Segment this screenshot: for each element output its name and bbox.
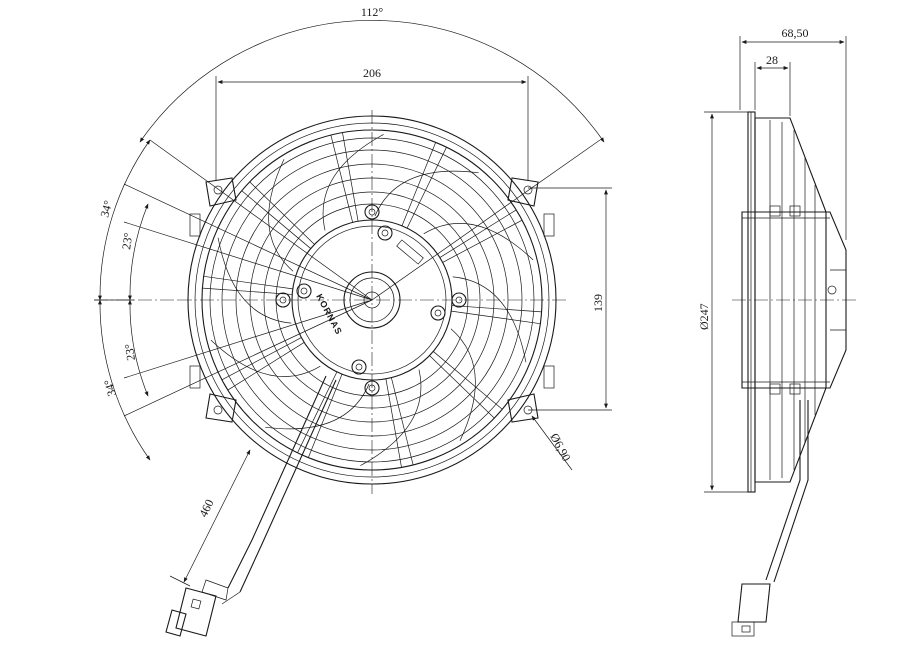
front-view: KORNAS bbox=[94, 5, 612, 637]
grille-spoke bbox=[241, 190, 311, 249]
svg-text:68,50: 68,50 bbox=[782, 26, 809, 40]
fan-blade bbox=[217, 237, 292, 324]
bolt-left-inner bbox=[296, 283, 312, 299]
svg-text:34°: 34° bbox=[101, 378, 119, 398]
fan-blade bbox=[374, 170, 479, 217]
side-frame-plate bbox=[747, 111, 756, 493]
grille-spoke bbox=[202, 287, 293, 295]
grille-spoke bbox=[249, 181, 315, 245]
grille-spoke bbox=[442, 219, 523, 263]
grille-spoke bbox=[297, 371, 338, 453]
svg-text:139: 139 bbox=[591, 294, 605, 312]
grille-spoke bbox=[391, 377, 414, 466]
dimension-139: 139 bbox=[528, 187, 612, 411]
dimension-68-50: 68,50 bbox=[739, 26, 847, 240]
side-view: Ø247 68,50 28 bbox=[697, 26, 856, 637]
grille-spoke bbox=[429, 355, 495, 419]
grille-spoke bbox=[330, 134, 353, 223]
center-lines bbox=[94, 110, 601, 494]
fan-blade bbox=[322, 134, 384, 231]
dimension-left-angles: 34° 23° 23° 34° bbox=[94, 139, 151, 461]
grille-spoke bbox=[342, 132, 359, 222]
grille-spoke bbox=[451, 310, 541, 325]
svg-text:23°: 23° bbox=[122, 343, 138, 362]
svg-text:Ø6,90: Ø6,90 bbox=[547, 431, 573, 464]
grille-spoke bbox=[401, 142, 437, 226]
dimension-206: 206 bbox=[215, 66, 529, 180]
dimension-hole: Ø6,90 bbox=[531, 415, 574, 471]
fan-blade bbox=[423, 223, 534, 261]
grille-spoke bbox=[451, 305, 542, 313]
fan-blade bbox=[268, 159, 294, 272]
fan-blades bbox=[210, 134, 534, 466]
svg-text:28: 28 bbox=[766, 53, 778, 67]
grille-spoke bbox=[406, 147, 447, 229]
dimension-460: 460 bbox=[169, 449, 251, 587]
power-cable bbox=[165, 375, 337, 637]
bolt-lower bbox=[351, 359, 367, 375]
svg-text:206: 206 bbox=[363, 66, 381, 80]
grille-spoke bbox=[439, 209, 517, 258]
fan-blade bbox=[450, 328, 476, 441]
grille-spoke bbox=[227, 342, 305, 391]
grille-spoke bbox=[203, 275, 293, 290]
fan-blade bbox=[265, 383, 370, 430]
grille-spokes bbox=[202, 132, 542, 468]
grille-spoke bbox=[433, 351, 503, 410]
side-power-cable bbox=[731, 400, 809, 637]
side-motor bbox=[741, 211, 847, 389]
fan-blade bbox=[210, 339, 321, 377]
bolt-right-inner bbox=[430, 305, 446, 321]
grille-spoke bbox=[221, 337, 302, 381]
grille-spoke bbox=[385, 378, 402, 468]
grille-spoke bbox=[307, 374, 343, 458]
dimension-diameter: Ø247 bbox=[697, 111, 748, 493]
svg-text:460: 460 bbox=[196, 497, 216, 519]
svg-text:112°: 112° bbox=[361, 5, 384, 19]
fan-blade bbox=[360, 369, 422, 466]
dimension-28: 28 bbox=[754, 53, 791, 116]
svg-text:23°: 23° bbox=[119, 232, 135, 251]
bolt-upper bbox=[377, 225, 393, 241]
svg-text:34°: 34° bbox=[97, 199, 115, 219]
brand-text: KORNAS bbox=[314, 292, 344, 336]
connector bbox=[165, 587, 217, 637]
dimension-112-angle: 112° bbox=[139, 5, 605, 143]
svg-text:Ø247: Ø247 bbox=[697, 303, 711, 330]
fan-blade bbox=[452, 276, 527, 363]
